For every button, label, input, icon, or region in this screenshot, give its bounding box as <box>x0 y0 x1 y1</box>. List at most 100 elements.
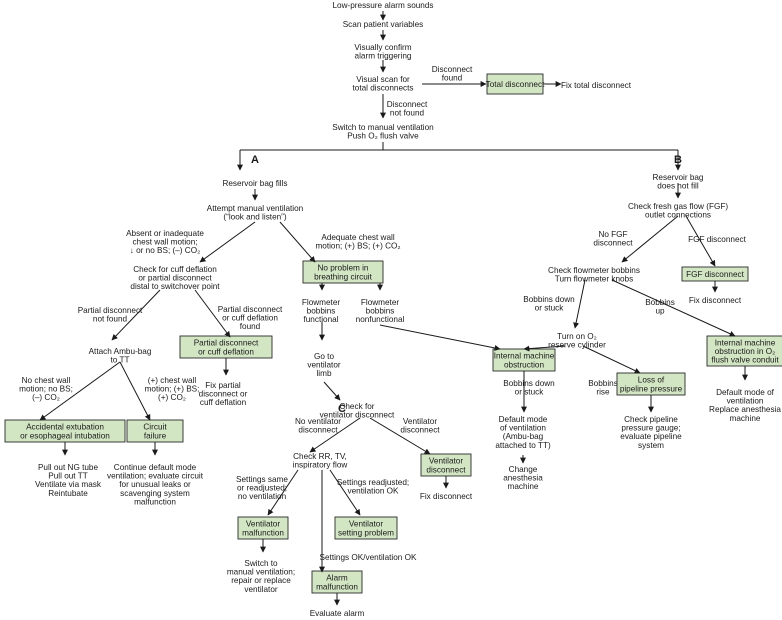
connector-arrow <box>323 381 341 401</box>
node-text: ventilation; evaluate circuit <box>107 472 204 481</box>
node-text: No problem in <box>318 264 369 273</box>
node-text: alarm triggering <box>355 52 412 61</box>
node-text: malfunction <box>134 497 176 506</box>
node-text: Bobbins <box>645 298 675 307</box>
connector-arrow <box>194 289 231 338</box>
node-text: FGF disconnect <box>688 235 747 244</box>
node-text: Loss of <box>638 376 665 385</box>
node-text: Switch to manual ventilation <box>332 123 434 132</box>
node-text: Reintubate <box>48 489 88 498</box>
node-text: Bobbins <box>588 379 618 388</box>
node-text: Ventilator <box>349 520 383 529</box>
node-text: disconnect <box>593 239 633 248</box>
node-text: Check for cuff deflation <box>133 265 217 274</box>
node-text: motion; (+) BS; (+) CO₂ <box>315 242 400 251</box>
node-text: Reservoir bag <box>653 173 704 182</box>
node-text: Attach Ambu-bag <box>89 347 152 356</box>
node-text: bobbins <box>366 307 395 316</box>
node-text: or cuff deflation <box>198 347 254 356</box>
node-settings-readjusted: Settings readjusted;ventilation OK <box>337 478 409 496</box>
connector-arrow <box>379 324 501 351</box>
node-text: bobbins <box>307 307 336 316</box>
node-text: Absent or inadequate <box>126 229 204 238</box>
node-reservoir-fills: Reservoir bag fills <box>222 179 287 188</box>
node-scan-variables: Scan patient variables <box>343 20 424 29</box>
node-text: obstruction in O₂ <box>715 347 776 356</box>
node-text: not found <box>390 109 425 118</box>
node-text: Check pipeline <box>624 415 678 424</box>
node-text: (“look and listen”) <box>223 213 287 222</box>
node-text: Ventilator <box>403 417 437 426</box>
node-text: Partial disconnect <box>194 339 259 348</box>
node-text: or esophageal intubation <box>20 431 110 440</box>
node-text: Fix disconnect <box>689 296 742 305</box>
node-text: anesthesia <box>503 474 543 483</box>
node-text: manual ventilation; <box>227 568 295 577</box>
node-text: Bobbins down <box>523 295 575 304</box>
node-text: Turn on O₂ <box>557 332 597 341</box>
node-text: No chest wall <box>22 376 71 385</box>
connector-arrow <box>621 215 679 263</box>
node-text: ventilator <box>244 585 277 594</box>
node-text: A <box>251 154 259 166</box>
node-text: Accidental extubation <box>26 423 104 432</box>
node-text: Alarm <box>326 574 348 583</box>
connector-arrow <box>199 221 256 263</box>
connector-arrow <box>523 345 566 352</box>
node-text: Pull out TT <box>48 472 87 481</box>
node-text: not found <box>93 315 128 324</box>
node-text: found <box>240 322 261 331</box>
node-text: ventilator disconnect <box>320 411 395 420</box>
node-text: Go to <box>314 352 334 361</box>
node-text: malfunction <box>242 528 284 537</box>
node-text: for unusual leaks or <box>119 480 191 489</box>
node-text: nonfunctional <box>356 315 405 324</box>
node-text: or stuck <box>535 304 565 313</box>
node-text: functional <box>303 315 338 324</box>
node-text: machine <box>730 414 761 423</box>
node-text: Fix total disconnect <box>561 81 632 90</box>
node-text: Attempt manual ventilation <box>207 204 304 213</box>
node-text: Visually confirm <box>354 43 411 52</box>
connector-arrow <box>39 361 121 421</box>
node-fix-total: Fix total disconnect <box>561 81 632 90</box>
node-text: Reservoir bag fills <box>222 179 287 188</box>
node-text: Switch to <box>244 559 278 568</box>
node-text: up <box>655 307 665 316</box>
node-text: disconnect <box>426 465 466 474</box>
node-text: or readjusted; <box>237 484 287 493</box>
node-label-a: A <box>251 154 259 166</box>
connector-arrow <box>111 289 161 341</box>
node-text: Settings same <box>236 475 288 484</box>
connector-arrow <box>119 361 151 421</box>
node-text: Settings OK/ventilation OK <box>320 553 417 562</box>
node-text: Partial disconnect <box>78 306 143 315</box>
node-text: Turn flowmeter knobs <box>555 275 633 284</box>
node-text: Disconnect <box>387 100 428 109</box>
node-text: chest wall motion; <box>132 238 197 247</box>
node-text: evaluate pipeline <box>620 432 682 441</box>
node-text: Internal machine <box>494 352 555 361</box>
connector-arrow <box>685 215 716 267</box>
node-text: ↓ or no BS; (–) CO₂ <box>130 246 201 255</box>
node-text: Disconnect <box>432 65 473 74</box>
